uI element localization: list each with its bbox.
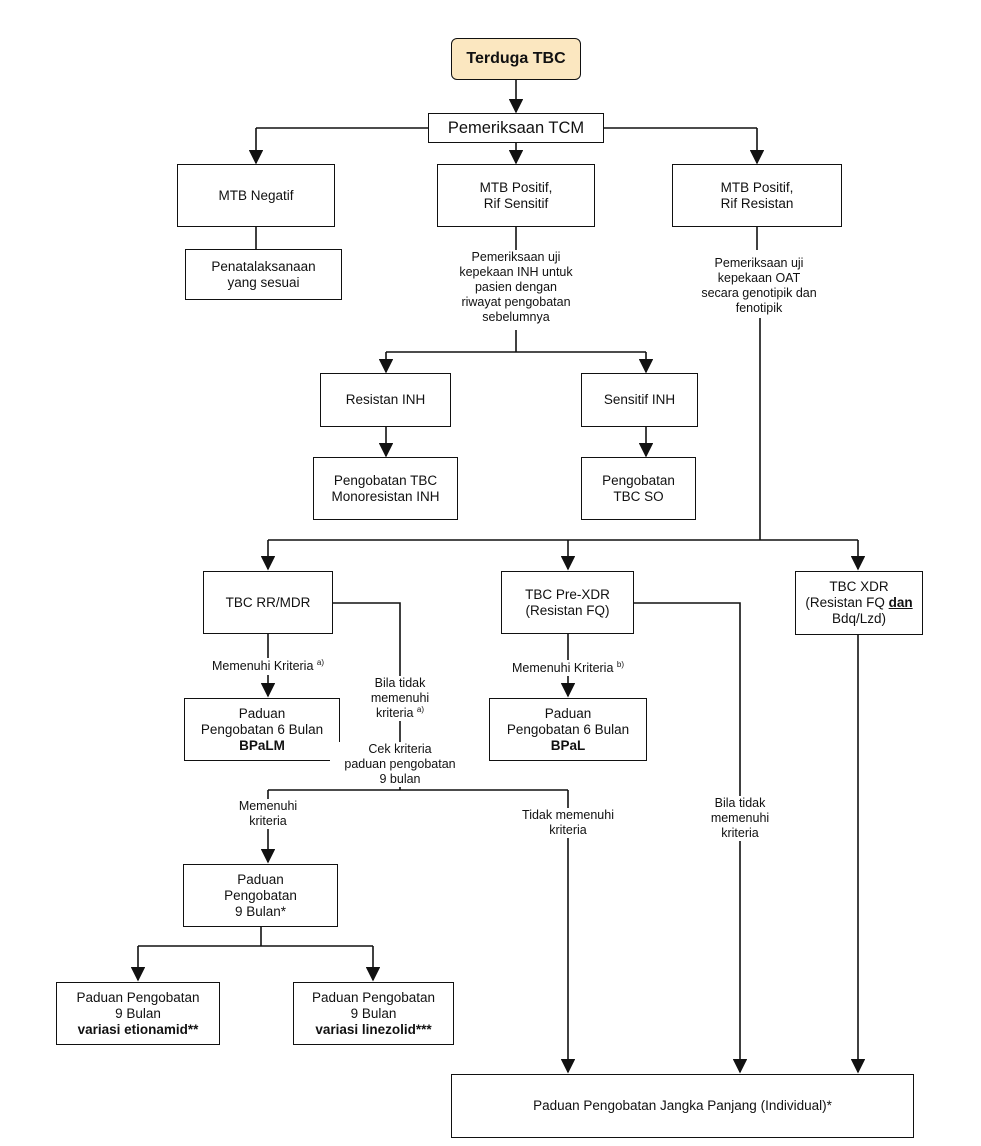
bpalm-line2: Pengobatan 6 Bulan	[200, 721, 324, 737]
tidak-memenuhi-line2: kriteria	[549, 823, 587, 837]
oat-test-line4: fenotipik	[735, 301, 783, 315]
xdr-line2-dan: dan	[888, 595, 913, 610]
memenuhi-b-text: Memenuhi Kriteria	[511, 661, 617, 675]
mtb-positif-resistan-node: MTB Positif, Rif Resistan	[672, 164, 842, 227]
linezolid-node: Paduan Pengobatan 9 Bulan variasi linezo…	[293, 982, 454, 1045]
bila-tidak-a-line3-text: kriteria	[375, 706, 417, 720]
sensitif-inh-label: Sensitif INH	[603, 392, 676, 407]
xdr-line3: Bdq/Lzd)	[831, 611, 887, 626]
oat-test-line1: Pemeriksaan uji	[714, 256, 804, 270]
bila-tidak-2-label: Bila tidak memenuhi kriteria	[690, 796, 790, 841]
start-node: Terduga TBC	[451, 38, 581, 80]
tcm-node-label: Pemeriksaan TCM	[447, 119, 585, 137]
memenuhi-b-label: Memenuhi Kriteria b)	[483, 659, 653, 676]
inh-test-line5: sebelumnya	[482, 310, 550, 324]
monoresistan-inh-node: Pengobatan TBC Monoresistan INH	[313, 457, 458, 520]
bpalm-line3: BPaLM	[239, 737, 285, 753]
bila-tidak-a-line2: memenuhi	[370, 691, 430, 705]
line-rr-bila-tidak	[333, 602, 401, 676]
oat-test-line3: secara genotipik dan	[701, 286, 817, 300]
long-term-label: Paduan Pengobatan Jangka Panjang (Indivi…	[533, 1098, 832, 1113]
tbc-pre-xdr-node: TBC Pre-XDR (Resistan FQ)	[501, 571, 634, 634]
penatalaksanaan-node: Penatalaksanaan yang sesuai	[185, 249, 342, 300]
long-term-node: Paduan Pengobatan Jangka Panjang (Indivi…	[451, 1074, 914, 1138]
tbc-so-line1: Pengobatan	[602, 472, 675, 488]
mtb-positif-sensitif-node: MTB Positif, Rif Sensitif	[437, 164, 595, 227]
memenuhi-kriteria-line2: kriteria	[249, 814, 287, 828]
inh-test-label: Pemeriksaan uji kepekaan INH untuk pasie…	[415, 250, 617, 325]
xdr-line1: TBC XDR	[829, 579, 889, 594]
mono-inh-line2: Monoresistan INH	[331, 488, 440, 504]
tbc-so-line2: TBC SO	[613, 488, 664, 504]
bila-tidak-2-line1: Bila tidak	[714, 796, 766, 810]
linezolid-line2: 9 Bulan	[350, 1005, 397, 1021]
bpal-line3: BPaL	[550, 737, 586, 753]
etionamid-line2: 9 Bulan	[115, 1005, 161, 1021]
mtb-res-line1: MTB Positif,	[720, 179, 794, 195]
memenuhi-a-label: Memenuhi Kriteria a)	[183, 657, 353, 674]
tbc-xdr-node: TBC XDR (Resistan FQ dan Bdq/Lzd)	[795, 571, 923, 635]
tbc-rr-mdr-node: TBC RR/MDR	[203, 571, 333, 634]
cek-kriteria-line3: 9 bulan	[379, 772, 421, 786]
memenuhi-a-text: Memenuhi Kriteria	[211, 659, 317, 673]
mtb-res-line2: Rif Resistan	[720, 195, 794, 211]
etionamid-line1: Paduan Pengobatan	[76, 989, 200, 1005]
bpal-line1: Paduan	[544, 705, 592, 721]
resistan-inh-node: Resistan INH	[320, 373, 451, 427]
memenuhi-a-sup: a)	[316, 657, 325, 667]
xdr-line2: (Resistan FQ dan	[805, 595, 912, 611]
tbc-so-node: Pengobatan TBC SO	[581, 457, 696, 520]
cek-kriteria-line2: paduan pengobatan	[344, 757, 456, 771]
penatalaksanaan-line2: yang sesuai	[227, 274, 300, 290]
inh-test-line4: riwayat pengobatan	[461, 295, 571, 309]
bila-tidak-a-sup: a)	[416, 704, 425, 714]
bpalm-node: Paduan Pengobatan 6 Bulan BPaLM	[184, 698, 340, 761]
bila-tidak-2-line2: memenuhi	[710, 811, 770, 825]
nine-month-line2: Pengobatan	[224, 887, 297, 903]
inh-test-line3: pasien dengan	[474, 280, 558, 294]
linezolid-line3: variasi linezolid***	[315, 1021, 432, 1037]
cek-kriteria-label: Cek kriteria paduan pengobatan 9 bulan	[330, 742, 470, 787]
sensitif-inh-node: Sensitif INH	[581, 373, 698, 427]
bila-tidak-a-line3: kriteria a)	[350, 704, 450, 721]
linezolid-line1: Paduan Pengobatan	[311, 989, 436, 1005]
nine-month-node: Paduan Pengobatan 9 Bulan*	[183, 864, 338, 927]
bila-tidak-a-label: Bila tidak memenuhi kriteria a)	[350, 676, 450, 721]
oat-test-label: Pemeriksaan uji kepekaan OAT secara geno…	[668, 256, 850, 316]
bpal-node: Paduan Pengobatan 6 Bulan BPaL	[489, 698, 647, 761]
mtb-sens-line1: MTB Positif,	[479, 179, 553, 195]
etionamid-line3: variasi etionamid**	[77, 1021, 199, 1037]
mtb-negatif-node: MTB Negatif	[177, 164, 335, 227]
tidak-memenuhi-line1: Tidak memenuhi	[522, 808, 614, 822]
xdr-line2-a: (Resistan FQ	[805, 595, 889, 610]
mtb-sens-line2: Rif Sensitif	[483, 195, 549, 211]
memenuhi-kriteria-label: Memenuhi kriteria	[223, 799, 313, 829]
inh-test-line1: Pemeriksaan uji	[471, 250, 561, 264]
bila-tidak-2-line3: kriteria	[721, 826, 759, 840]
tidak-memenuhi-label: Tidak memenuhi kriteria	[503, 808, 633, 838]
etionamid-node: Paduan Pengobatan 9 Bulan variasi etiona…	[56, 982, 220, 1045]
bpalm-line1: Paduan	[238, 705, 286, 721]
pre-xdr-line2: (Resistan FQ)	[525, 602, 610, 618]
mtb-negatif-label: MTB Negatif	[218, 187, 294, 203]
mono-inh-line1: Pengobatan TBC	[333, 472, 438, 488]
tcm-node: Pemeriksaan TCM	[428, 113, 604, 143]
bila-tidak-a-line1: Bila tidak	[374, 676, 426, 690]
start-node-label: Terduga TBC	[466, 50, 566, 67]
memenuhi-kriteria-line1: Memenuhi	[238, 799, 298, 813]
memenuhi-b-sup: b)	[616, 659, 625, 669]
pre-xdr-line1: TBC Pre-XDR	[525, 586, 610, 602]
penatalaksanaan-line1: Penatalaksanaan	[211, 258, 316, 274]
nine-month-line3: 9 Bulan*	[234, 903, 287, 919]
cek-kriteria-line1: Cek kriteria	[368, 742, 432, 756]
rr-mdr-label: TBC RR/MDR	[225, 594, 311, 610]
resistan-inh-label: Resistan INH	[345, 392, 426, 407]
bpal-line2: Pengobatan 6 Bulan	[506, 721, 630, 737]
inh-test-line2: kepekaan INH untuk	[459, 265, 573, 279]
oat-test-line2: kepekaan OAT	[717, 271, 801, 285]
nine-month-line1: Paduan	[237, 871, 284, 887]
arrow-prexdr-bila-tidak	[634, 602, 748, 1074]
